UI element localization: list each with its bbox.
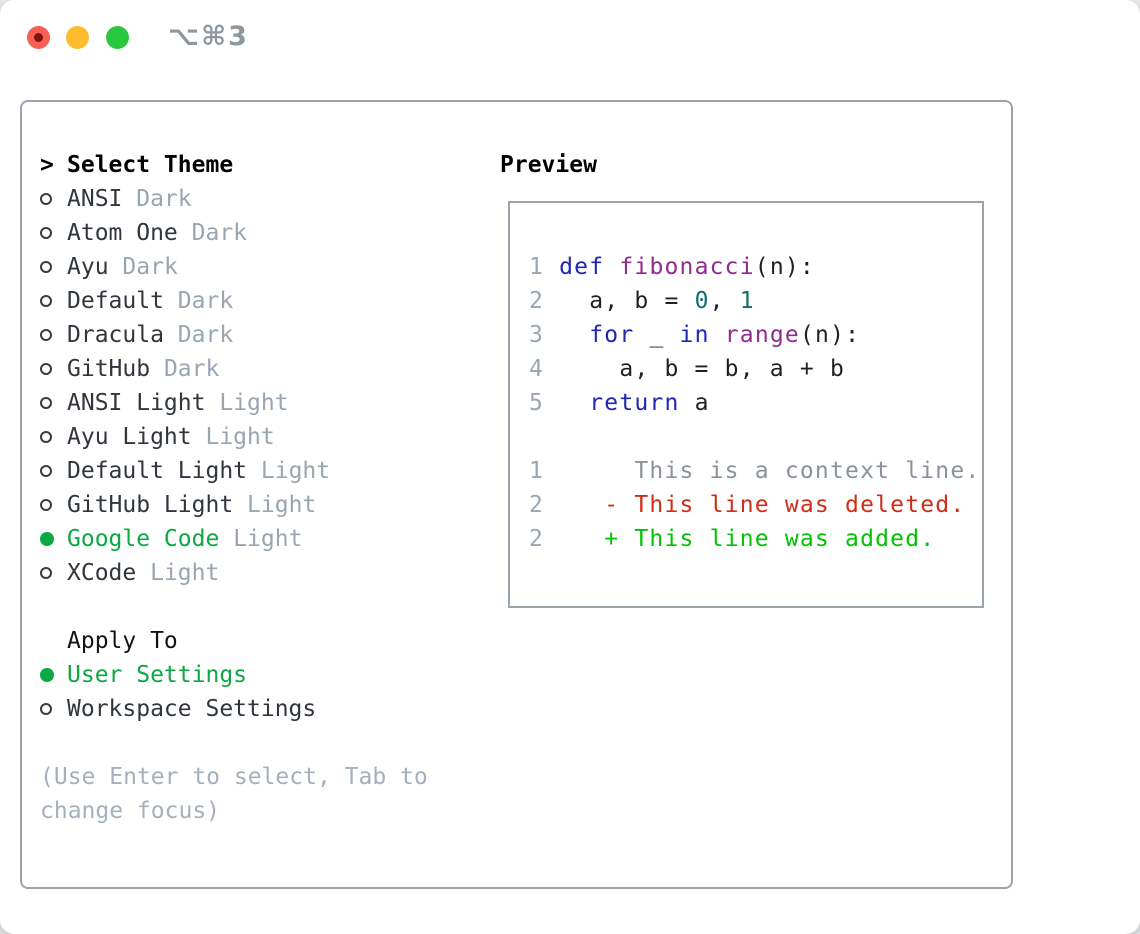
- theme-variant-label: Light: [233, 526, 303, 552]
- apply-to-option[interactable]: Workspace Settings: [40, 692, 1011, 726]
- theme-list: ANSI Dark Atom One Dark Ayu Dark Default…: [40, 182, 1011, 590]
- minimize-button[interactable]: [66, 26, 89, 49]
- line-number: 4: [529, 356, 545, 382]
- line-number: 1: [529, 458, 545, 484]
- titlebar: ⌥⌘3: [0, 0, 1140, 70]
- theme-variant-label: Light: [150, 560, 220, 586]
- theme-variant-label: Dark: [177, 288, 234, 314]
- theme-list-item[interactable]: ANSI Light Light: [40, 386, 1011, 420]
- diff-line: 2 - This line was deleted.: [529, 488, 982, 522]
- apply-to-list: User Settings Workspace Settings: [40, 658, 1011, 726]
- radio-marker-icon: [40, 329, 67, 341]
- radio-marker-icon: [40, 363, 67, 375]
- radio-marker-icon: [40, 397, 67, 409]
- theme-variant-label: Light: [205, 424, 275, 450]
- diff-line: 1 This is a context line.: [529, 454, 982, 488]
- theme-list-item[interactable]: XCode Light: [40, 556, 1011, 590]
- theme-variant-label: Light: [260, 458, 331, 484]
- radio-marker-icon: [40, 532, 67, 546]
- theme-list-item[interactable]: Ayu Light Light: [40, 420, 1011, 454]
- code-line: 4 a, b = b, a + b: [529, 352, 982, 386]
- radio-marker-icon: [40, 499, 67, 511]
- theme-list-item[interactable]: GitHub Dark: [40, 352, 1011, 386]
- apply-to-header-row: Apply To: [40, 624, 1011, 658]
- theme-list-item[interactable]: ANSI Dark: [40, 182, 1011, 216]
- line-number: 1: [529, 254, 545, 280]
- theme-list-item[interactable]: Ayu Dark: [40, 250, 1011, 284]
- line-number: 5: [529, 390, 545, 416]
- radio-marker-icon: [40, 431, 67, 443]
- selection-caret-icon: >: [40, 152, 54, 178]
- theme-variant-label: Light: [247, 492, 317, 518]
- code-line: 1 def fibonacci(n):: [529, 250, 982, 284]
- line-number: 3: [529, 322, 545, 348]
- apply-to-title: Apply To: [67, 628, 178, 654]
- theme-variant-label: Dark: [136, 186, 192, 212]
- theme-variant-label: Dark: [177, 322, 234, 348]
- window-title: ⌥⌘3: [168, 21, 249, 52]
- radio-marker-icon: [40, 668, 67, 682]
- theme-variant-label: Dark: [163, 356, 220, 382]
- radio-marker-icon: [40, 295, 67, 307]
- theme-variant-label: Light: [219, 390, 289, 416]
- theme-variant-label: Dark: [122, 254, 178, 280]
- radio-marker-icon: [40, 567, 67, 579]
- diff-line: 2 + This line was added.: [529, 522, 982, 556]
- line-number: 2: [529, 526, 545, 552]
- spacer: [529, 420, 982, 454]
- preview-title: Preview: [500, 152, 597, 178]
- theme-list-header-row: > Select Theme: [40, 148, 1011, 182]
- line-number: 2: [529, 492, 545, 518]
- code-line: 5 return a: [529, 386, 982, 420]
- zoom-button[interactable]: [106, 26, 129, 49]
- spacer: [40, 726, 1011, 760]
- theme-list-item[interactable]: Atom One Dark: [40, 216, 1011, 250]
- theme-list-section: > Select Theme ANSI Dark Atom One Dark A…: [40, 148, 1011, 590]
- code-line: 3 for _ in range(n):: [529, 318, 982, 352]
- diff-preview: 1 This is a context line.2 - This line w…: [529, 454, 982, 556]
- theme-variant-label: Dark: [191, 220, 248, 246]
- theme-list-item[interactable]: Default Dark: [40, 284, 1011, 318]
- code-line: 2 a, b = 0, 1: [529, 284, 982, 318]
- radio-marker-icon: [40, 261, 67, 273]
- radio-marker-icon: [40, 227, 67, 239]
- keyboard-hint-line-1: (Use Enter to select, Tab to: [40, 764, 428, 790]
- close-button[interactable]: [27, 26, 50, 49]
- radio-marker-icon: [40, 193, 67, 205]
- theme-list-item[interactable]: Dracula Dark: [40, 318, 1011, 352]
- apply-to-option[interactable]: User Settings: [40, 658, 1011, 692]
- theme-list-item[interactable]: GitHub Light Light: [40, 488, 1011, 522]
- radio-marker-icon: [40, 465, 67, 477]
- theme-list-item[interactable]: Default Light Light: [40, 454, 1011, 488]
- apply-to-section: Apply To User Settings Workspace Setting…: [40, 624, 1011, 726]
- line-number: 2: [529, 288, 545, 314]
- theme-list-item[interactable]: Google Code Light: [40, 522, 1011, 556]
- radio-marker-icon: [40, 703, 67, 715]
- theme-list-title: Select Theme: [67, 152, 234, 178]
- keyboard-hint-line-2: change focus): [40, 798, 221, 824]
